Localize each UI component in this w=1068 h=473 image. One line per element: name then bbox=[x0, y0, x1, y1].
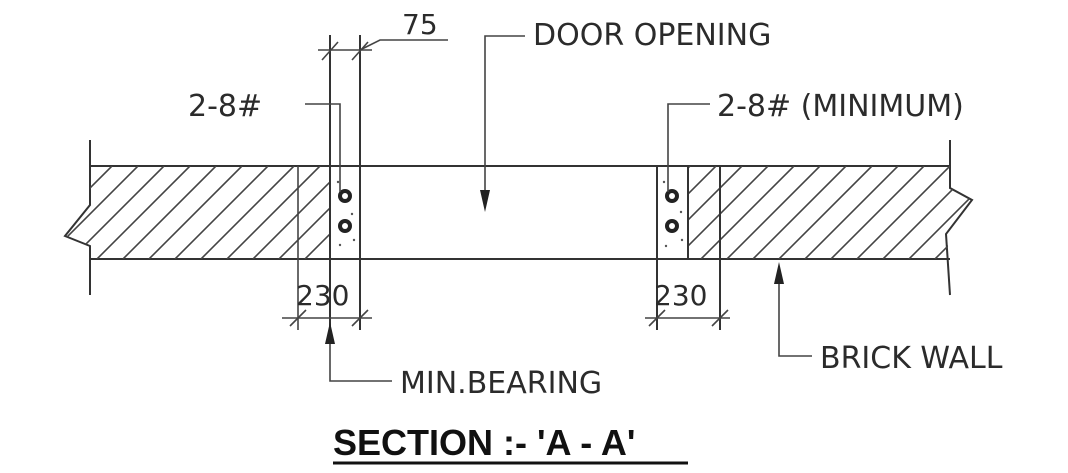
right-break-line bbox=[944, 140, 974, 296]
hatch-line bbox=[804, 166, 899, 259]
hatch-line bbox=[700, 166, 795, 259]
arrow-up-icon bbox=[325, 322, 335, 344]
wall-outline bbox=[63, 140, 974, 296]
hatch-line bbox=[688, 166, 691, 259]
brick-wall-label: BRICK WALL bbox=[820, 341, 1003, 376]
brick-wall-callout: BRICK WALL bbox=[774, 262, 1003, 376]
hatch-line bbox=[0, 166, 60, 259]
hatch-line bbox=[70, 166, 165, 259]
hatch-line bbox=[726, 166, 821, 259]
min-bearing-callout: MIN.BEARING bbox=[325, 322, 602, 401]
hatch-line bbox=[65, 166, 139, 259]
hatch-line bbox=[200, 166, 295, 259]
section-title: SECTION :- 'A - A' bbox=[333, 422, 635, 463]
section-title-group: SECTION :- 'A - A' bbox=[333, 422, 688, 465]
hatch-line bbox=[752, 166, 847, 259]
hatch-line bbox=[148, 166, 243, 259]
hatch-line bbox=[174, 166, 269, 259]
hatch-line bbox=[960, 166, 972, 259]
min-bearing-label: MIN.BEARING bbox=[400, 366, 602, 401]
arrow-up-icon bbox=[774, 262, 784, 284]
dim-75-label: 75 bbox=[402, 8, 438, 41]
hatch-line bbox=[65, 166, 113, 259]
dim-230-right-label: 230 bbox=[654, 279, 707, 312]
hatch-line bbox=[252, 166, 330, 259]
hatch-line bbox=[122, 166, 217, 259]
brick-hatch-right bbox=[688, 166, 972, 259]
hatch-line bbox=[331, 166, 424, 259]
hatch-line bbox=[304, 166, 330, 259]
hatch-line bbox=[856, 166, 951, 259]
door-opening-label: DOOR OPENING bbox=[533, 18, 771, 53]
hatch-line bbox=[688, 166, 743, 259]
rebar-left-label: 2-8# bbox=[188, 89, 262, 124]
arrow-down-icon bbox=[480, 190, 490, 212]
dim-75: 75 bbox=[318, 8, 448, 61]
hatch-line bbox=[830, 166, 925, 259]
hatch-line bbox=[278, 166, 330, 259]
rebar-right-label: 2-8# (MINIMUM) bbox=[717, 89, 964, 124]
hatch-line bbox=[65, 166, 87, 259]
hatch-line bbox=[934, 166, 972, 259]
rebar-right-callout: 2-8# (MINIMUM) bbox=[667, 89, 964, 192]
dim-230-left-label: 230 bbox=[296, 279, 349, 312]
hatch-line bbox=[908, 166, 972, 259]
hatch-line bbox=[778, 166, 873, 259]
left-bearing-block bbox=[297, 35, 361, 330]
right-bearing-block bbox=[656, 166, 721, 330]
dim-230-right: 230 bbox=[645, 279, 730, 327]
rebar-left-callout: 2-8# bbox=[188, 89, 341, 192]
hatch-line bbox=[688, 166, 769, 259]
hatch-line bbox=[96, 166, 191, 259]
hatch-line bbox=[688, 166, 717, 259]
hatch-line bbox=[226, 166, 321, 259]
door-opening-callout: DOOR OPENING bbox=[480, 18, 771, 212]
left-break-line bbox=[63, 140, 91, 295]
dim-230-left: 230 bbox=[282, 259, 372, 330]
